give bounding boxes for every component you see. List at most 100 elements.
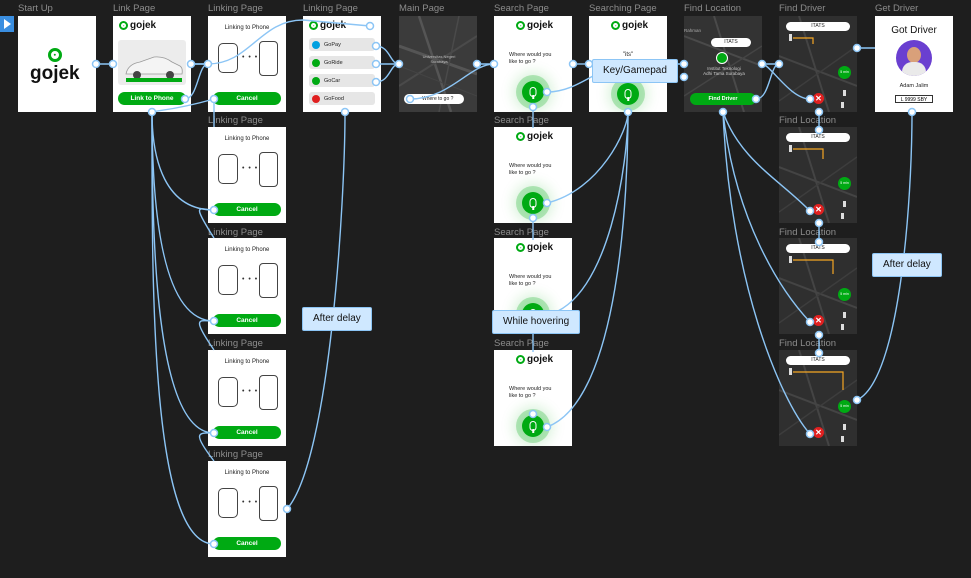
search-icon: ⚲ xyxy=(409,97,414,103)
frame-search-page-step-2[interactable]: gojek Where would you like to go ? xyxy=(494,127,572,223)
driver-eta-badge: 5 min xyxy=(838,66,851,79)
key-gamepad-tooltip: Key/Gamepad xyxy=(592,59,678,83)
connector xyxy=(151,111,215,322)
gojek-logo-icon xyxy=(309,21,318,30)
frame-title-start-up[interactable]: Start Up xyxy=(18,3,53,14)
gojek-logo: gojek xyxy=(30,48,80,85)
cancel-button[interactable]: Cancel xyxy=(213,92,281,105)
frame-linking-page-step-3[interactable]: Linking to Phone • • • Cancel xyxy=(208,238,286,334)
frame-title-get-driver[interactable]: Get Driver xyxy=(875,3,919,14)
frame-linking-page-step-2[interactable]: Linking to Phone • • • Cancel xyxy=(208,127,286,223)
gojek-logo-text: gojek xyxy=(130,20,157,31)
frame-title-find-location-r3[interactable]: Find Location xyxy=(779,227,837,238)
frame-title-linking-page[interactable]: Linking Page xyxy=(208,3,263,14)
gofood-icon xyxy=(312,94,320,103)
microphone-icon[interactable] xyxy=(522,415,544,437)
cancel-button[interactable]: Cancel xyxy=(213,314,281,327)
menu-item-goride[interactable]: GoRide xyxy=(309,56,375,69)
link-to-phone-button[interactable]: Link to Phone xyxy=(118,92,186,105)
while-hovering-tooltip: While hovering xyxy=(492,310,581,334)
smartwatch-icon xyxy=(218,265,238,295)
route-line xyxy=(793,37,814,44)
frame-title-link-page[interactable]: Link Page xyxy=(113,3,156,14)
frame-title-search-page-r2[interactable]: Search Page xyxy=(494,115,549,126)
gojek-logo: gojek xyxy=(516,20,553,31)
driver-eta-badge: 5 min xyxy=(838,288,851,301)
car-illustration-bg xyxy=(118,40,186,85)
frame-linking-menu[interactable]: gojek GoPay GoRide GoCar GoFood xyxy=(303,16,381,112)
location-line-2: Adhi Tama Surabaya xyxy=(703,71,745,76)
search-prompt-line-2: like to go ? xyxy=(509,281,536,287)
menu-item-gocar[interactable]: GoCar xyxy=(309,74,375,87)
find-driver-button[interactable]: Find Driver xyxy=(690,93,756,105)
frame-find-driver-step-3[interactable]: ITATS 5 min ✕ xyxy=(779,238,857,334)
cancel-search-icon[interactable]: ✕ xyxy=(813,93,824,104)
frame-main-page[interactable]: Universitas Negeri Surabaya ⚲ Where to g… xyxy=(399,16,477,112)
search-prompt-line-1: Where would you xyxy=(509,274,552,280)
destination-field[interactable]: ITATS xyxy=(786,133,850,142)
cancel-button[interactable]: Cancel xyxy=(213,203,281,216)
microphone-icon[interactable] xyxy=(522,81,544,103)
where-to-go-placeholder: Where to go ? xyxy=(422,96,454,102)
frame-find-driver-step-4[interactable]: ITATS 5 min ✕ xyxy=(779,350,857,446)
menu-item-gopay[interactable]: GoPay xyxy=(309,38,375,51)
menu-item-gofood[interactable]: GoFood xyxy=(309,92,375,105)
frame-link-page[interactable]: gojek Link to Phone xyxy=(113,16,191,112)
frame-linking-page-step-4[interactable]: Linking to Phone • • • Cancel xyxy=(208,350,286,446)
smartwatch-icon xyxy=(218,43,238,73)
destination-field[interactable]: ITATS xyxy=(786,356,850,365)
frame-title-linking-page-2[interactable]: Linking Page xyxy=(303,3,358,14)
frame-find-location[interactable]: Rahman ITATS Institut Teknologi Adhi Tam… xyxy=(684,16,762,112)
destination-field[interactable]: ITATS xyxy=(786,22,850,31)
play-prototype-icon[interactable] xyxy=(0,16,14,32)
phone-icon xyxy=(259,263,278,298)
gojek-logo-icon xyxy=(516,355,525,364)
license-plate: L 9999 SBY xyxy=(895,95,933,103)
frame-title-linking-page-r3[interactable]: Linking Page xyxy=(208,227,263,238)
frame-linking-page[interactable]: Linking to Phone • • • Cancel xyxy=(208,16,286,112)
frame-title-search-page[interactable]: Search Page xyxy=(494,3,549,14)
search-prompt-line-2: like to go ? xyxy=(509,393,536,399)
phone-icon xyxy=(259,152,278,187)
cancel-search-icon[interactable]: ✕ xyxy=(813,204,824,215)
frame-title-linking-page-r2[interactable]: Linking Page xyxy=(208,115,263,126)
frame-title-search-page-r3[interactable]: Search Page xyxy=(494,227,549,238)
frame-get-driver[interactable]: Got Driver Adam Jalim L 9999 SBY xyxy=(875,16,953,112)
cancel-search-icon[interactable]: ✕ xyxy=(813,427,824,438)
driver-eta-badge: 5 min xyxy=(838,400,851,413)
progress-dots: • • • xyxy=(242,54,259,61)
frame-title-search-page-r4[interactable]: Search Page xyxy=(494,338,549,349)
frame-search-page[interactable]: gojek Where would you like to go ? xyxy=(494,16,572,112)
map-street-label: Rahman xyxy=(684,28,702,33)
frame-title-linking-page-r5[interactable]: Linking Page xyxy=(208,449,263,460)
frame-title-linking-page-r4[interactable]: Linking Page xyxy=(208,338,263,349)
frame-title-main-page[interactable]: Main Page xyxy=(399,3,445,14)
frame-title-find-location-r2[interactable]: Find Location xyxy=(779,115,837,126)
progress-dots: • • • xyxy=(242,165,259,172)
progress-dots: • • • xyxy=(242,388,259,395)
destination-field[interactable]: ITATS xyxy=(786,244,850,253)
location-search-field[interactable]: ITATS xyxy=(711,38,751,47)
cancel-search-icon[interactable]: ✕ xyxy=(813,315,824,326)
location-name: Institut Teknologi Adhi Tama Surabaya xyxy=(694,66,754,76)
gojek-logo: gojek xyxy=(516,131,553,142)
microphone-icon[interactable] xyxy=(522,192,544,214)
frame-find-driver-step-2[interactable]: ITATS 5 min ✕ xyxy=(779,127,857,223)
gojek-logo: gojek xyxy=(516,354,553,365)
gojek-logo-text: gojek xyxy=(527,354,554,365)
frame-start-up[interactable]: gojek xyxy=(18,16,96,112)
frame-search-page-step-4[interactable]: gojek Where would you like to go ? xyxy=(494,350,572,446)
frame-title-find-location-r4[interactable]: Find Location xyxy=(779,338,837,349)
microphone-icon[interactable] xyxy=(617,83,639,105)
frame-title-find-location[interactable]: Find Location xyxy=(684,3,742,14)
frame-title-searching-page[interactable]: Searching Page xyxy=(589,3,657,14)
frame-linking-page-step-5[interactable]: Linking to Phone • • • Cancel xyxy=(208,461,286,557)
cancel-button[interactable]: Cancel xyxy=(213,537,281,550)
frame-find-driver[interactable]: ITATS 5 min ✕ xyxy=(779,16,857,112)
where-to-go-search[interactable]: ⚲ Where to go ? xyxy=(404,94,464,104)
cancel-button[interactable]: Cancel xyxy=(213,426,281,439)
frame-title-find-driver[interactable]: Find Driver xyxy=(779,3,826,14)
gojek-logo-icon xyxy=(611,21,620,30)
gojek-logo-icon xyxy=(516,243,525,252)
